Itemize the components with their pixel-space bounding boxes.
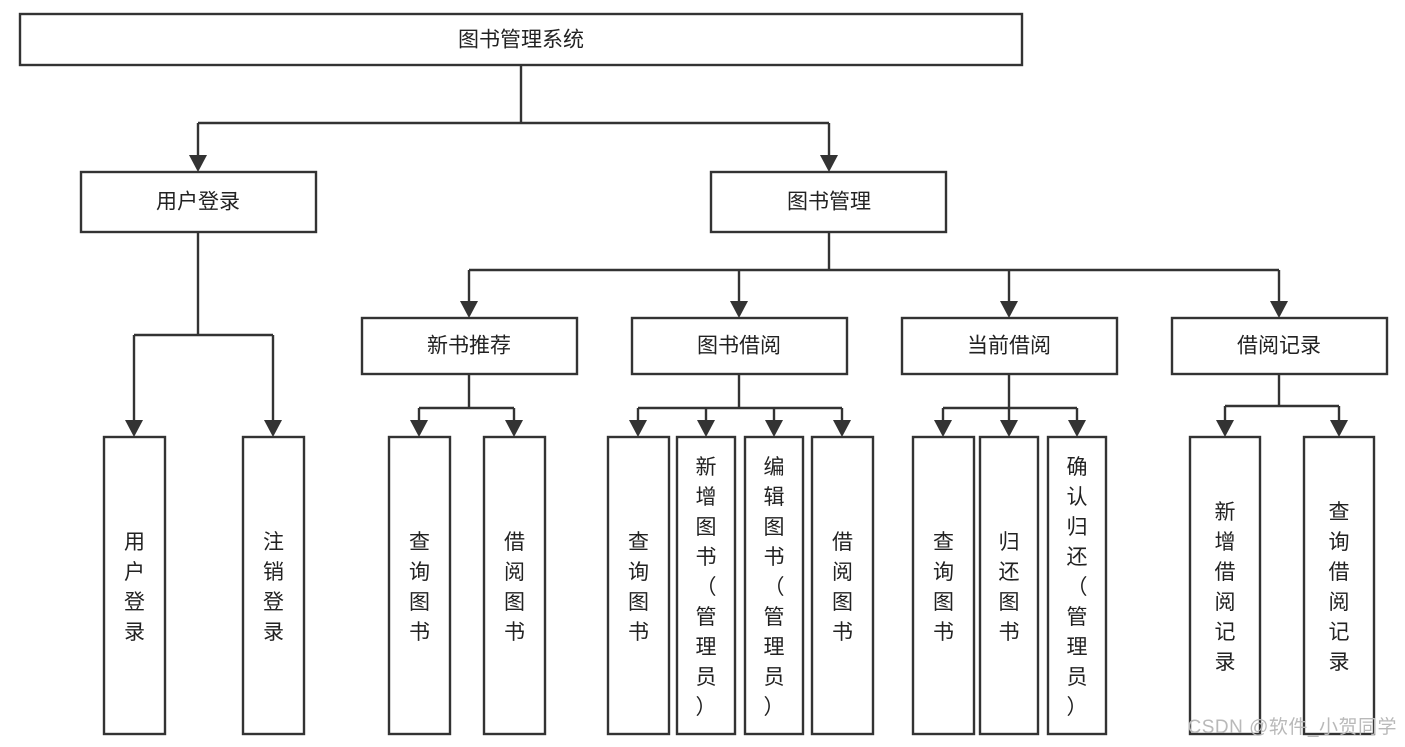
leaf-node[interactable]: 编辑图书（管理员）	[743, 435, 805, 736]
arrow-head-icon	[1068, 420, 1086, 437]
leaf-node-label: 编辑图书（管理员）	[764, 456, 785, 719]
leaf-node-label: 查询借阅记录	[1329, 501, 1350, 674]
leaf-node-box[interactable]	[743, 435, 805, 736]
leaf-node[interactable]: 查询图书	[911, 435, 976, 736]
node-root-label: 图书管理系统	[458, 29, 584, 52]
node-book-borrow-box[interactable]	[630, 316, 849, 376]
leaf-node-label: 查询图书	[933, 531, 954, 644]
node-book-borrow[interactable]: 图书借阅	[630, 316, 849, 376]
arrow-head-icon	[730, 301, 748, 318]
node-borrow-record-box[interactable]	[1170, 316, 1389, 376]
connector-group-book-manage	[460, 232, 1288, 318]
leaf-node-label: 用户登录	[124, 531, 145, 644]
arrow-head-icon	[697, 420, 715, 437]
arrow-head-icon	[410, 420, 428, 437]
node-book-manage-label: 图书管理	[787, 191, 871, 214]
node-new-book-rec-box[interactable]	[360, 316, 579, 376]
leaf-node-box[interactable]	[482, 435, 547, 736]
leaf-node[interactable]: 用户登录	[102, 435, 167, 736]
csdn-watermark: CSDN @软件_小贺同学	[1187, 717, 1397, 738]
arrow-head-icon	[1000, 301, 1018, 318]
leaf-node[interactable]: 确认归还（管理员）	[1046, 435, 1108, 736]
leaf-node-box[interactable]	[102, 435, 167, 736]
leaf-node-label: 注销登录	[263, 531, 284, 644]
leaf-node-label: 查询图书	[628, 531, 649, 644]
leaf-node-box[interactable]	[241, 435, 306, 736]
arrow-head-icon	[1216, 420, 1234, 437]
arrow-head-icon	[934, 420, 952, 437]
leaf-node-box[interactable]	[387, 435, 452, 736]
leaf-node-label: 查询图书	[409, 531, 430, 644]
node-root-box[interactable]	[18, 12, 1024, 67]
leaf-node-box[interactable]	[606, 435, 671, 736]
connector-group-new-book-rec	[410, 374, 523, 437]
arrow-head-icon	[125, 420, 143, 437]
leaf-node-label: 确认归还（管理员）	[1067, 456, 1088, 719]
leaf-node-box[interactable]	[978, 435, 1040, 736]
leaf-node-box[interactable]	[1302, 435, 1376, 736]
node-user-login-label: 用户登录	[156, 191, 240, 214]
connector-group-book-borrow	[629, 374, 851, 437]
arrow-head-icon	[820, 155, 838, 172]
node-current-borrow[interactable]: 当前借阅	[900, 316, 1119, 376]
leaf-node-label: 借阅图书	[832, 531, 853, 644]
node-book-manage-box[interactable]	[709, 170, 948, 234]
connector-group-user-login	[125, 232, 282, 437]
arrow-head-icon	[833, 420, 851, 437]
connector-group-current-borrow	[934, 374, 1086, 437]
leaf-node[interactable]: 新增借阅记录	[1188, 435, 1262, 736]
leaf-node-box[interactable]	[1046, 435, 1108, 736]
leaf-node[interactable]: 查询图书	[387, 435, 452, 736]
leaf-node[interactable]: 查询借阅记录	[1302, 435, 1376, 736]
node-book-manage[interactable]: 图书管理	[709, 170, 948, 234]
leaf-node[interactable]: 借阅图书	[810, 435, 875, 736]
arrow-head-icon	[189, 155, 207, 172]
arrow-head-icon	[1270, 301, 1288, 318]
connector-group-root	[189, 65, 838, 172]
leaf-node[interactable]: 新增图书（管理员）	[675, 435, 737, 736]
leaf-node[interactable]: 查询图书	[606, 435, 671, 736]
leaf-node[interactable]: 借阅图书	[482, 435, 547, 736]
arrow-head-icon	[264, 420, 282, 437]
node-borrow-record[interactable]: 借阅记录	[1170, 316, 1389, 376]
arrow-head-icon	[629, 420, 647, 437]
leaf-node-label: 归还图书	[999, 531, 1020, 644]
arrow-head-icon	[460, 301, 478, 318]
arrow-head-icon	[1000, 420, 1018, 437]
leaf-node[interactable]: 注销登录	[241, 435, 306, 736]
node-user-login[interactable]: 用户登录	[79, 170, 318, 234]
arrow-head-icon	[1330, 420, 1348, 437]
leaf-node[interactable]: 归还图书	[978, 435, 1040, 736]
node-current-borrow-label: 当前借阅	[967, 335, 1051, 358]
node-user-login-box[interactable]	[79, 170, 318, 234]
leaf-node-label: 新增借阅记录	[1215, 501, 1236, 674]
node-current-borrow-box[interactable]	[900, 316, 1119, 376]
connector-group-borrow-record	[1216, 374, 1348, 437]
leaf-node-label: 新增图书（管理员）	[696, 456, 717, 719]
leaf-node-layer: 用户登录 注销登录 查询图书 借阅图书 查询图书 新增图书（管理员） 编辑图书（管理员） 借阅…	[102, 435, 1376, 736]
node-new-book-rec-label: 新书推荐	[427, 335, 511, 358]
node-root[interactable]: 图书管理系统	[18, 12, 1024, 67]
node-borrow-record-label: 借阅记录	[1237, 335, 1321, 358]
leaf-node-box[interactable]	[810, 435, 875, 736]
arrow-head-icon	[765, 420, 783, 437]
leaf-node-label: 借阅图书	[504, 531, 525, 644]
node-book-borrow-label: 图书借阅	[697, 335, 781, 358]
leaf-node-box[interactable]	[675, 435, 737, 736]
leaf-node-box[interactable]	[1188, 435, 1262, 736]
leaf-node-box[interactable]	[911, 435, 976, 736]
arrow-head-icon	[505, 420, 523, 437]
node-new-book-rec[interactable]: 新书推荐	[360, 316, 579, 376]
